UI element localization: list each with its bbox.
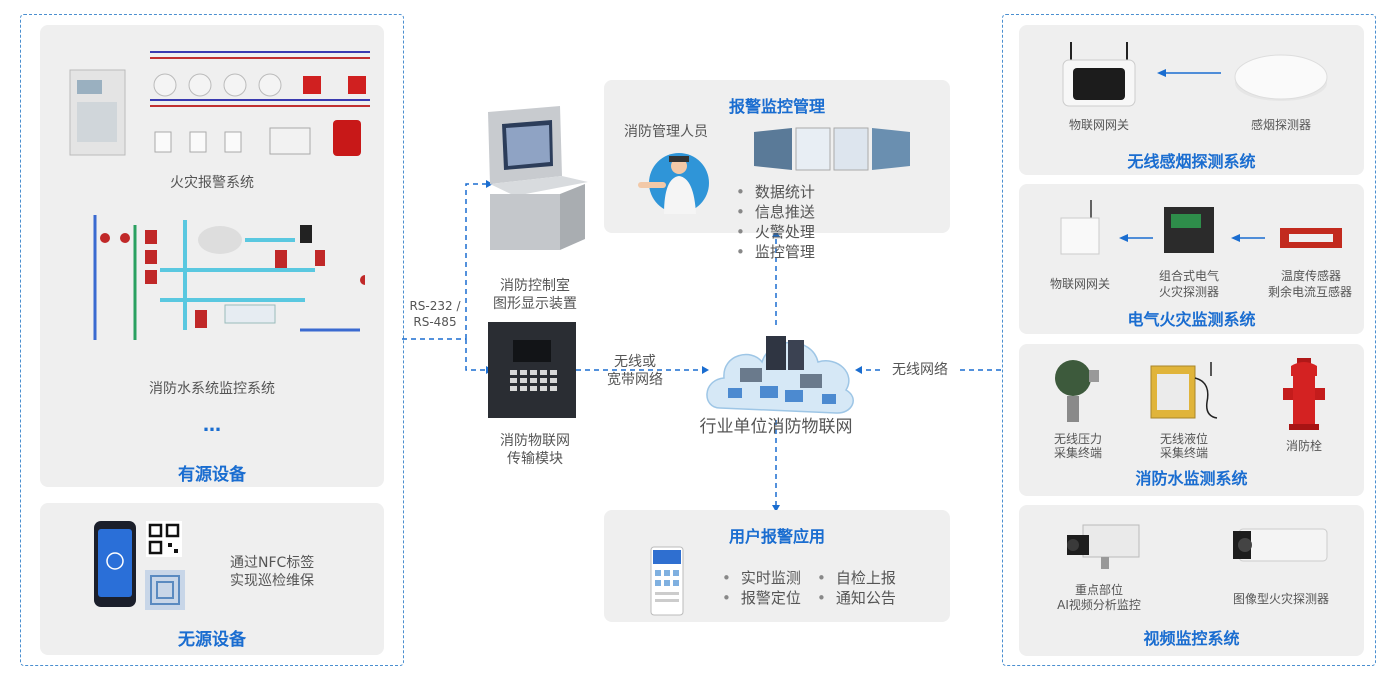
- feature-self-check: 自检上报: [835, 569, 896, 587]
- feature-fire-handling: 火警处理: [754, 223, 815, 241]
- module-label-1: 消防物联网: [500, 433, 570, 449]
- combined-detector-label-1: 组合式电气: [1158, 269, 1219, 283]
- graphic-display-console: [488, 106, 588, 250]
- nfc-line-2: 实现巡检维保: [230, 573, 314, 589]
- video-monitoring-panel: 重点部位 AI视频分析监控 图像型火灾探测器 视频监控系统: [1019, 505, 1364, 656]
- nfc-tag-icon: [145, 570, 185, 610]
- electric-gateway-label: 物联网网关: [1049, 277, 1110, 291]
- iot-transmission-module: [488, 322, 576, 418]
- iot-cloud-icon: [706, 336, 854, 414]
- wireless-network-label: 无线网络: [892, 362, 948, 378]
- smoke-gateway-label: 物联网网关: [1068, 118, 1129, 132]
- wireless-smoke-title: 无线感烟探测系统: [1127, 152, 1256, 171]
- pressure-label-1: 无线压力: [1053, 432, 1102, 446]
- feature-realtime-monitor: 实时监测: [740, 569, 801, 587]
- water-system-diagram: [93, 215, 365, 340]
- passive-devices-title: 无源设备: [178, 630, 246, 650]
- mobile-app-icon: [650, 546, 684, 616]
- fire-manager-label: 消防管理人员: [624, 124, 708, 140]
- sensor-label-2: 剩余电流互感器: [1267, 285, 1352, 299]
- level-terminal-icon: [1150, 362, 1218, 419]
- electric-gateway-icon: [1060, 200, 1100, 255]
- arrow-left-icon: [1157, 69, 1221, 77]
- level-label-1: 无线液位: [1159, 432, 1208, 446]
- feature-monitor-mgmt: 监控管理: [754, 243, 815, 261]
- bullet-camera-icon: [1233, 528, 1328, 562]
- user-app-features: •实时监测•自检上报 •报警定位•通知公告: [722, 569, 896, 607]
- pressure-label-2: 采集终端: [1053, 446, 1102, 460]
- interface-label-2: RS-485: [413, 315, 457, 329]
- nfc-line-1: 通过NFC标签: [230, 555, 315, 571]
- electric-fire-title: 电气火灾监测系统: [1127, 310, 1256, 329]
- console-label-2: 图形显示装置: [493, 296, 577, 312]
- feature-alarm-locate: 报警定位: [740, 589, 801, 607]
- right-frame: [1002, 14, 1376, 666]
- module-label-2: 传输模块: [507, 451, 563, 467]
- qr-code-icon: [146, 521, 182, 557]
- active-devices-panel: 火灾报警系统 消防水系统监控系统 … 有源设备: [40, 25, 384, 487]
- level-label-2: 采集终端: [1159, 446, 1208, 460]
- active-devices-title: 有源设备: [178, 465, 246, 485]
- network-link-label-2: 宽带网络: [607, 372, 663, 388]
- network-link-label-1: 无线或: [614, 354, 656, 370]
- alarm-monitoring-panel: 报警监控管理 消防管理人员 •数据统计•信息推送 •火警处理•监控管理: [604, 80, 950, 261]
- interface-label-1: RS-232 /: [409, 299, 461, 313]
- wireless-smoke-panel: 物联网网关 感烟探测器 无线感烟探测系统: [1019, 25, 1364, 175]
- arrow-left-icon-3: [1231, 234, 1265, 242]
- alarm-monitoring-features: •数据统计•信息推送 •火警处理•监控管理: [736, 183, 815, 261]
- user-alarm-app-title: 用户报警应用: [728, 527, 825, 546]
- iot-gateway-icon: [1062, 42, 1136, 107]
- image-fire-detector-label: 图像型火灾探测器: [1232, 592, 1329, 606]
- cloud-label: 行业单位消防物联网: [699, 417, 853, 437]
- water-system-label: 消防水系统监控系统: [149, 381, 275, 397]
- combined-detector-label-2: 火灾探测器: [1158, 285, 1219, 299]
- combined-detector-icon: [1164, 207, 1214, 253]
- hydrant-label: 消防栓: [1285, 439, 1322, 453]
- current-transformer-icon: [1280, 228, 1342, 248]
- left-frame: [20, 14, 404, 666]
- pressure-terminal-icon: [1055, 360, 1099, 422]
- fire-water-panel: 无线压力 采集终端 无线液位 采集终端 消防栓 消防水监测系统: [1019, 344, 1364, 496]
- fire-water-title: 消防水监测系统: [1135, 469, 1248, 488]
- fire-alarm-system-label: 火灾报警系统: [170, 175, 254, 191]
- monitor-wall-icon: [754, 127, 910, 171]
- box-camera-icon: [1067, 524, 1140, 569]
- sensor-label-1: 温度传感器: [1280, 269, 1341, 283]
- feature-data-stats: 数据统计: [754, 183, 815, 201]
- more-ellipsis: …: [203, 415, 221, 436]
- passive-devices-panel: 通过NFC标签 实现巡检维保 无源设备: [40, 503, 384, 655]
- user-alarm-app-panel: 用户报警应用 •实时监测•自检上报 •报警定位•通知公告: [604, 510, 950, 622]
- camera-label-2: AI视频分析监控: [1057, 598, 1141, 612]
- smoke-detector-label: 感烟探测器: [1250, 118, 1311, 132]
- video-monitoring-title: 视频监控系统: [1143, 629, 1240, 648]
- alarm-monitoring-title: 报警监控管理: [728, 97, 825, 116]
- manager-avatar: [638, 153, 709, 214]
- phone-icon: [94, 521, 136, 607]
- camera-label-1: 重点部位: [1074, 583, 1123, 597]
- fire-alarm-system-diagram: [69, 51, 370, 156]
- smoke-detector-icon: [1234, 54, 1328, 101]
- electric-fire-panel: 物联网网关 组合式电气 火灾探测器 温度传感器 剩余电流互感器 电气火灾监测系统: [1019, 184, 1364, 334]
- feature-notice: 通知公告: [835, 589, 896, 607]
- arrow-left-icon-2: [1119, 234, 1153, 242]
- console-label-1: 消防控制室: [500, 278, 570, 294]
- fire-hydrant-icon: [1283, 358, 1325, 430]
- feature-info-push: 信息推送: [754, 203, 815, 221]
